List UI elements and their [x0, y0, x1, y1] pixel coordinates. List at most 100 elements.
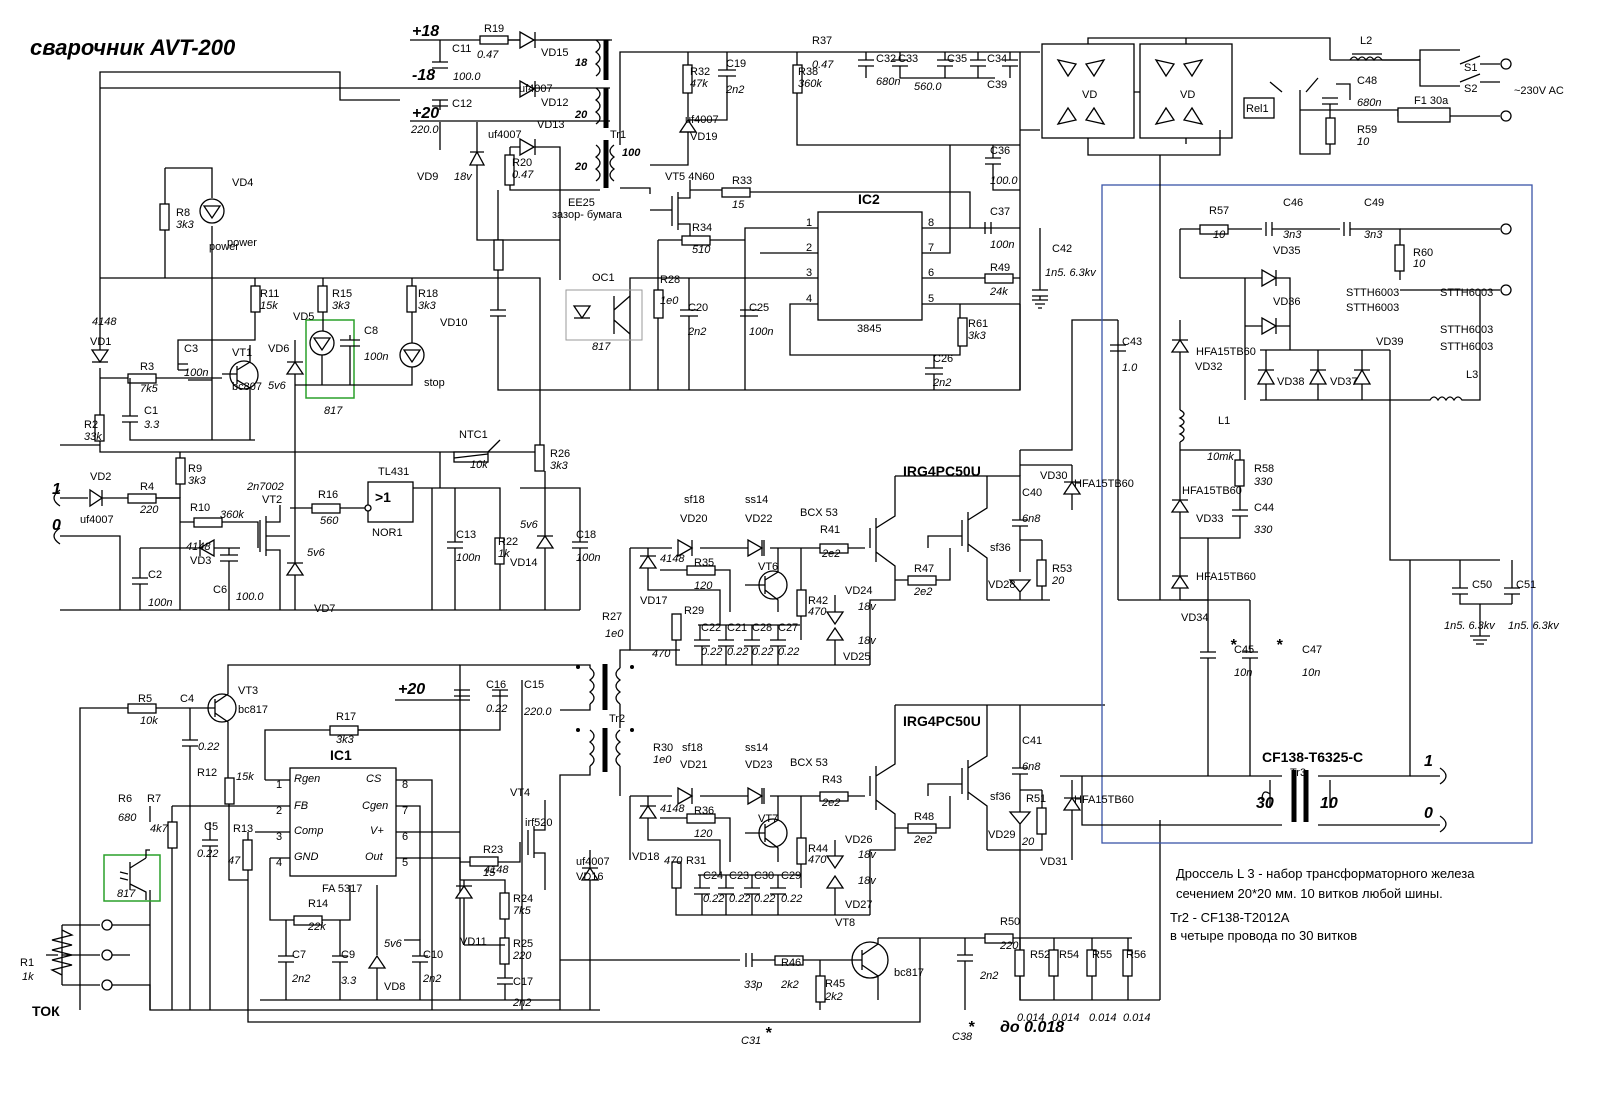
component-label: R55	[1092, 949, 1112, 961]
tr1-section: +18 -18 +20 18 20 20 100 Tr1 EE25 зазор-…	[99, 23, 1020, 280]
component-label: power	[227, 237, 257, 249]
tr1-w2: 20	[574, 109, 588, 121]
c38-label: C38	[952, 1031, 973, 1043]
ac-label: ~230V AC	[1514, 85, 1564, 97]
component-label: stop	[424, 377, 445, 389]
component-label: VT4	[510, 787, 530, 799]
component-label: R44	[808, 843, 828, 855]
component-label: VD31	[1040, 856, 1068, 868]
component-label: bc807	[232, 381, 262, 393]
ic1-pinnum-2: 2	[276, 805, 282, 817]
component-label: R8	[176, 207, 190, 219]
component-label: HFA15TB60	[1182, 485, 1242, 497]
component-label: VD23	[745, 759, 773, 771]
component-label: VD36	[1273, 296, 1301, 308]
component-label: 120	[694, 828, 713, 840]
tr2-section: Tr2 +20	[350, 649, 634, 1010]
component-label: 2n2	[725, 84, 744, 96]
ic1-pin-cgen: Cgen	[362, 800, 388, 812]
control-section: power 1 0	[52, 167, 588, 611]
component-label: 10	[1413, 258, 1426, 270]
rail-plus18-label: +18	[412, 23, 439, 40]
component-label: C30	[754, 870, 774, 882]
component-label: 470	[664, 855, 683, 867]
component-label: 15k	[236, 771, 254, 783]
ic1-pinnum-5: 5	[402, 857, 408, 869]
ic1-pinnum-6: 6	[402, 831, 408, 843]
component-label: R37	[812, 35, 832, 47]
component-label: 2e2	[821, 548, 840, 560]
component-label: 0.22	[754, 893, 775, 905]
component-label: 360k	[220, 509, 244, 521]
component-label: L1	[1218, 415, 1230, 427]
s2-label: S2	[1464, 83, 1477, 95]
component-label: 2n2	[979, 970, 998, 982]
ic1-name: IC1	[330, 747, 352, 763]
component-label: 47k	[690, 78, 708, 90]
component-label: C7	[292, 949, 306, 961]
component-label: BCX 53	[800, 507, 838, 519]
component-label: STTH6003	[1346, 287, 1399, 299]
component-label: 5v6	[307, 547, 326, 559]
component-label: 3k3	[968, 330, 987, 342]
component-label: VD1	[90, 336, 111, 348]
component-label: R47	[914, 563, 934, 575]
component-label: R13	[233, 823, 253, 835]
component-label: 10mk	[1207, 451, 1234, 463]
component-label: 3k3	[418, 300, 437, 312]
component-label: 3k3	[336, 734, 355, 746]
component-label: 0.22	[781, 893, 802, 905]
component-label: 47	[228, 855, 241, 867]
component-label: R41	[820, 524, 840, 536]
component-label: VT3	[238, 685, 258, 697]
ic2-body	[817, 211, 923, 321]
component-label: R26	[550, 448, 570, 460]
ic1-part: FA 5317	[322, 883, 362, 895]
input-term-0: 0	[52, 517, 61, 534]
component-label: 0.47	[512, 169, 534, 181]
component-label: 3n3	[1364, 229, 1383, 241]
component-label: uf4007	[488, 129, 522, 141]
component-label: 22k	[307, 921, 326, 933]
component-label: R18	[418, 288, 438, 300]
component-label: C41	[1022, 735, 1042, 747]
l2-label: L2	[1360, 35, 1372, 47]
tr3-name: Tr3	[1290, 767, 1306, 779]
component-label: 15	[483, 867, 496, 879]
component-label: R10	[190, 502, 210, 514]
component-label: VT7	[758, 813, 778, 825]
component-label: R11	[260, 288, 279, 300]
note-line3: Tr2 - CF138-T2012A	[1170, 910, 1290, 925]
component-label: VD3	[190, 555, 211, 567]
oc-817-box	[103, 854, 161, 902]
component-label: R58	[1254, 463, 1274, 475]
component-label: 3k3	[176, 219, 195, 231]
ic1-pinnum-1: 1	[276, 779, 282, 791]
component-label: C10	[423, 949, 443, 961]
component-label: R33	[732, 175, 752, 187]
component-label: C1	[144, 405, 158, 417]
component-label: 10	[1357, 136, 1370, 148]
component-label: STTH6003	[1346, 302, 1399, 314]
svg-text:*: *	[765, 1025, 772, 1042]
component-label: VD25	[843, 651, 871, 663]
component-label: R4	[140, 481, 154, 493]
component-label: 0.014	[1089, 1012, 1117, 1024]
component-label: R52	[1030, 949, 1050, 961]
component-label: C3	[184, 343, 198, 355]
component-label: uf4007	[80, 514, 114, 526]
input-term-1: 1	[52, 481, 61, 498]
component-label: 120	[694, 580, 713, 592]
component-label: VD6	[268, 343, 289, 355]
component-label: C46	[1283, 197, 1303, 209]
component-label: STTH6003	[1440, 287, 1493, 299]
component-label: 510	[692, 244, 711, 256]
component-label: VD35	[1273, 245, 1301, 257]
current-pot: ТОК	[32, 919, 600, 1019]
svg-text:*: *	[1230, 637, 1237, 654]
output-section: CF138-T6325-C Tr3 30 10 1 0	[1060, 155, 1520, 833]
component-label: 2n2	[687, 326, 706, 338]
component-label: R28	[660, 274, 680, 286]
relay-label: Rel1	[1246, 103, 1269, 115]
component-label: 3k3	[188, 475, 207, 487]
